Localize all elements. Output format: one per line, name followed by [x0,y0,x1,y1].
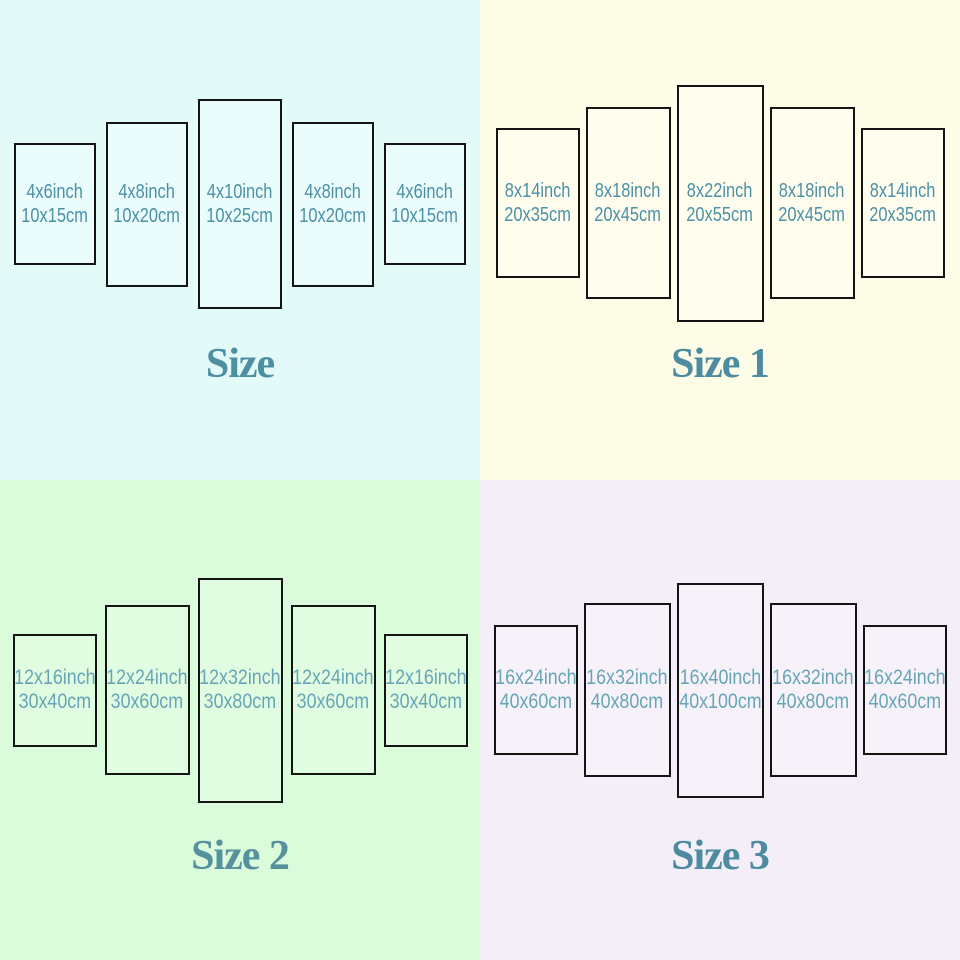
canvas-panel: 4x10inch 10x25cm [198,99,282,309]
canvas-panel: 16x32inch 40x80cm [583,603,671,777]
canvas-panel: 4x6inch 10x15cm [384,143,466,265]
panel-size-label: 16x32inch 40x80cm [586,666,667,714]
panel-inch-label: 4x6inch [396,181,454,203]
panel-inch-label: 16x24inch [863,666,946,689]
size-chart-title: Size 2 [191,833,290,879]
panel-size-label: 8x14inch 20x35cm [504,179,571,227]
panel-inch-label: 16x40inch [679,666,761,689]
size-chart-title: Size [205,341,275,387]
canvas-panel: 8x22inch 20x55cm [676,84,764,322]
panel-cm-label: 10x20cm [113,205,181,227]
panel-inch-label: 8x14inch [869,180,936,202]
panel-inch-label: 8x14inch [504,180,571,202]
panel-cm-label: 30x60cm [296,690,370,713]
panel-cm-label: 20x45cm [594,204,662,226]
canvas-panel: 8x14inch 20x35cm [860,128,945,278]
panel-size-label: 12x24inch 30x60cm [106,666,187,714]
panel-inch-label: 4x8inch [118,181,176,203]
panel-inch-label: 12x24inch [106,666,188,689]
canvas-panel: 4x8inch 10x20cm [292,121,374,287]
panel-cm-label: 10x25cm [206,205,274,227]
panels-row: 8x14inch 20x35cm 8x18inch 20x45cm 8x22in… [480,38,960,368]
panel-inch-label: 12x32inch [199,666,281,689]
panel-size-label: 8x22inch 20x55cm [687,179,754,227]
quadrant-size-3: 16x24inch 40x60cm 16x32inch 40x80cm 16x4… [480,480,960,960]
panel-inch-label: 4x8inch [304,181,362,203]
panel-size-label: 8x18inch 20x45cm [595,179,662,227]
canvas-panel: 8x18inch 20x45cm [585,107,671,299]
panel-cm-label: 40x80cm [776,690,850,713]
panel-size-label: 4x8inch 10x20cm [114,180,181,228]
panel-cm-label: 20x45cm [778,204,846,226]
panel-size-label: 12x32inch 30x80cm [199,666,280,714]
panel-inch-label: 12x16inch [13,666,96,689]
quadrant-size: 4x6inch 10x15cm 4x8inch 10x20cm 4x10inch… [0,0,480,480]
panel-size-label: 12x24inch 30x60cm [292,666,373,714]
panel-size-label: 8x18inch 20x45cm [779,179,846,227]
canvas-panel: 12x16inch 30x40cm [383,633,468,747]
panel-size-label: 4x6inch 10x15cm [22,180,89,228]
panel-cm-label: 40x100cm [678,690,762,713]
panel-inch-label: 8x18inch [595,180,661,202]
panel-size-label: 4x10inch 10x25cm [207,180,274,228]
panel-cm-label: 10x15cm [391,205,459,227]
panel-size-label: 4x8inch 10x20cm [300,180,367,228]
panel-size-label: 4x6inch 10x15cm [392,180,459,228]
quadrant-size-2: 12x16inch 30x40cm 12x24inch 30x60cm 12x3… [0,480,480,960]
canvas-panel: 12x16inch 30x40cm [12,633,97,747]
panel-cm-label: 20x35cm [869,204,936,226]
panel-size-label: 16x40inch 40x100cm [679,666,761,714]
panel-cm-label: 30x40cm [18,690,91,713]
panel-inch-label: 4x10inch [207,181,273,203]
panel-size-label: 8x14inch 20x35cm [869,179,936,227]
canvas-panel: 8x18inch 20x45cm [769,107,855,299]
size-chart-title: Size 1 [671,341,770,387]
panel-cm-label: 30x80cm [203,690,277,713]
quadrant-size-1: 8x14inch 20x35cm 8x18inch 20x45cm 8x22in… [480,0,960,480]
panel-size-label: 12x16inch 30x40cm [14,666,95,714]
panel-inch-label: 16x32inch [586,666,668,689]
panel-inch-label: 12x16inch [384,666,467,689]
canvas-panel: 4x6inch 10x15cm [14,143,96,265]
canvas-panel: 16x32inch 40x80cm [769,603,857,777]
panel-inch-label: 16x24inch [494,666,577,689]
panel-size-label: 16x24inch 40x60cm [864,666,945,714]
panels-row: 4x6inch 10x15cm 4x8inch 10x20cm 4x10inch… [0,39,480,369]
canvas-panel: 12x32inch 30x80cm [197,577,283,803]
panel-inch-label: 8x18inch [779,180,845,202]
panel-size-label: 16x32inch 40x80cm [772,666,853,714]
panels-row: 16x24inch 40x60cm 16x32inch 40x80cm 16x4… [480,525,960,855]
panel-cm-label: 40x80cm [590,690,664,713]
panel-inch-label: 8x22inch [687,180,753,202]
panel-cm-label: 40x60cm [868,690,941,713]
panel-cm-label: 10x15cm [21,205,89,227]
panels-row: 12x16inch 30x40cm 12x24inch 30x60cm 12x3… [0,525,480,855]
canvas-panel: 4x8inch 10x20cm [106,121,188,287]
canvas-panel: 16x24inch 40x60cm [493,625,578,755]
size-chart-title: Size 3 [671,833,770,879]
canvas-panel: 16x40inch 40x100cm [676,582,764,798]
canvas-panel: 16x24inch 40x60cm [862,625,947,755]
canvas-panel: 12x24inch 30x60cm [104,605,190,775]
panel-cm-label: 30x60cm [110,690,184,713]
canvas-panel: 8x14inch 20x35cm [495,128,580,278]
panel-inch-label: 12x24inch [292,666,374,689]
panel-size-label: 12x16inch 30x40cm [385,666,466,714]
panel-cm-label: 40x60cm [499,690,572,713]
canvas-panel: 12x24inch 30x60cm [290,605,376,775]
panel-size-label: 16x24inch 40x60cm [495,666,576,714]
panel-inch-label: 4x6inch [26,181,84,203]
panel-cm-label: 10x20cm [299,205,367,227]
panel-cm-label: 20x55cm [686,204,754,226]
panel-cm-label: 20x35cm [504,204,571,226]
panel-inch-label: 16x32inch [772,666,854,689]
panel-cm-label: 30x40cm [389,690,462,713]
